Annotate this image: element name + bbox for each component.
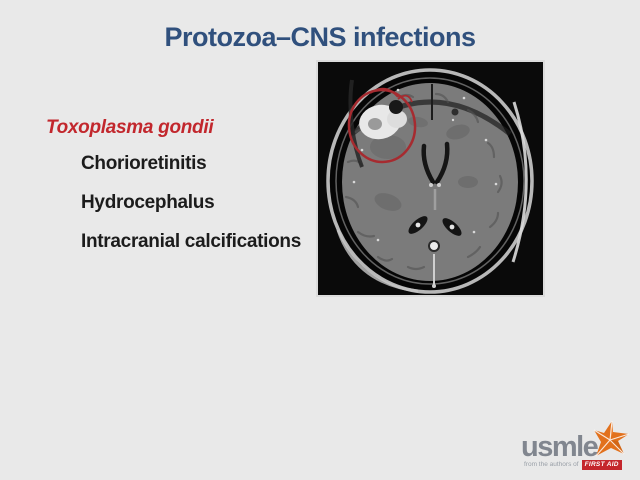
brand-logo-text: usmle: [521, 431, 599, 463]
finding-item: Intracranial calcifications: [81, 231, 301, 252]
starburst-icon: [593, 420, 630, 457]
mri-figure: [316, 60, 545, 297]
lesion-annotation-circle: [347, 87, 417, 164]
organism-name: Toxoplasma gondii: [46, 117, 214, 138]
brand-logo: usmle from the authors of FIRST AID: [518, 418, 636, 474]
finding-item: Hydrocephalus: [81, 192, 215, 213]
finding-item: Chorioretinitis: [81, 153, 207, 174]
brain-mri-image: [318, 62, 543, 295]
page-title: Protozoa–CNS infections: [164, 22, 476, 52]
first-aid-badge: FIRST AID: [581, 460, 622, 470]
logo-tagline: from the authors of: [524, 461, 579, 469]
